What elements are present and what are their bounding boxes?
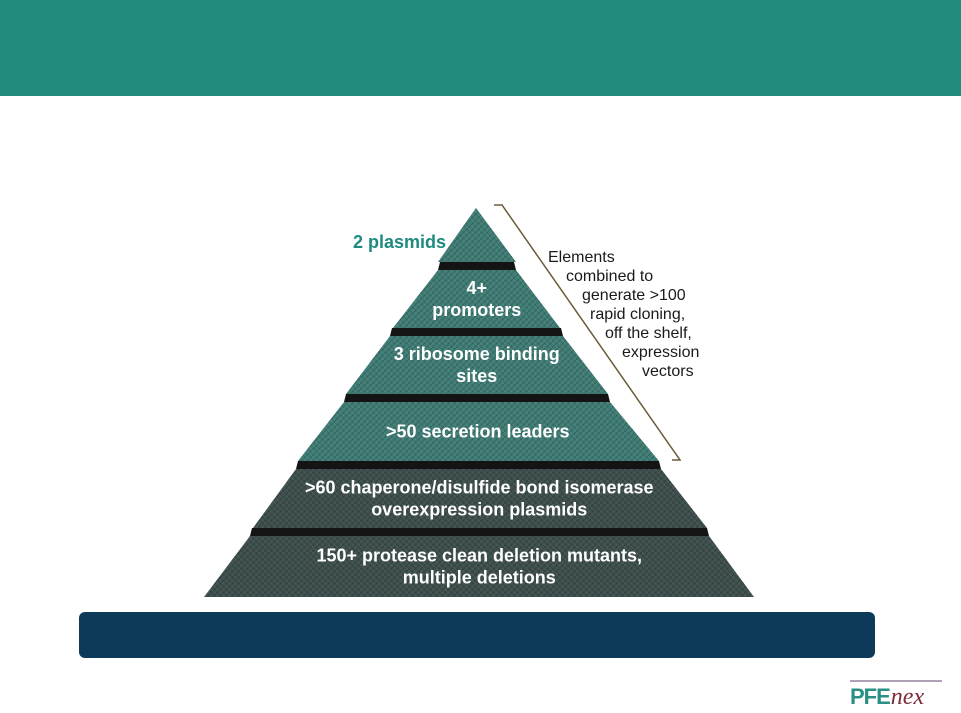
tier-label: 3 ribosome binding: [394, 344, 560, 364]
side-note-line: rapid cloning,: [590, 306, 685, 323]
pyramid-tier: >60 chaperone/disulfide bond isomeraseov…: [253, 461, 707, 528]
tier-texture: [393, 270, 560, 328]
side-note-line: vectors: [642, 363, 694, 380]
side-note-line: off the shelf,: [605, 325, 692, 342]
tier-label: sites: [456, 366, 497, 386]
tier-separator: [390, 328, 563, 336]
pyramid-tier: 4+promoters: [393, 262, 560, 328]
pfenex-logo: PFEnex: [850, 684, 924, 711]
tier-texture: [253, 469, 707, 528]
tier-separator: [438, 262, 516, 270]
tier-separator: [344, 394, 610, 402]
logo-rule: [850, 680, 942, 682]
tier-separator: [250, 528, 709, 536]
tier-label: promoters: [432, 300, 521, 320]
logo-part-pfe: PFE: [850, 684, 891, 709]
tier-separator: [296, 461, 661, 469]
tier-label: >60 chaperone/disulfide bond isomerase: [305, 478, 654, 498]
bottom-banner-bar: [79, 612, 875, 658]
tier-texture: [204, 536, 754, 597]
pyramid-tier: 150+ protease clean deletion mutants,mul…: [204, 528, 754, 597]
pyramid-tier: >50 secretion leaders: [298, 394, 659, 461]
tier-label: 4+: [466, 278, 487, 298]
logo-part-nex: nex: [890, 684, 925, 710]
tier-label: overexpression plasmids: [371, 500, 587, 520]
pyramid-top-label: 2 plasmids: [353, 232, 446, 252]
tier-label: 150+ protease clean deletion mutants,: [316, 546, 642, 566]
side-note-line: generate >100: [582, 287, 686, 304]
tier-texture: [298, 402, 659, 461]
tier-label: >50 secretion leaders: [386, 422, 570, 442]
side-note-line: expression: [622, 344, 699, 361]
side-note-line: combined to: [566, 268, 653, 285]
pyramid-apex: [438, 208, 516, 262]
tier-label: multiple deletions: [403, 568, 556, 588]
tier-texture: [346, 336, 608, 394]
side-note: Elements combined to generate >100 rapid…: [548, 249, 699, 380]
side-note-bracket: [494, 204, 682, 461]
header-band: [0, 0, 961, 96]
side-note-line: Elements: [548, 249, 615, 266]
